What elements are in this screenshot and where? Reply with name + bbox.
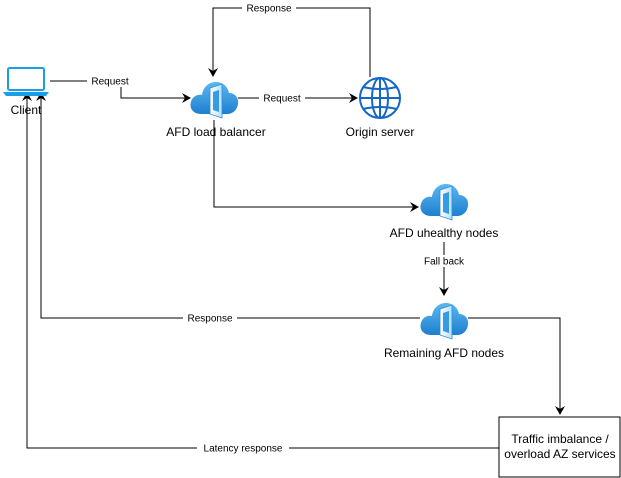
node-origin-server: Origin server: [346, 77, 415, 139]
edge-label-origin-response: Response: [246, 4, 291, 15]
edge-remaining-response: [36, 92, 420, 319]
edge-client-request: [50, 80, 191, 103]
remaining-afd-nodes-label: Remaining AFD nodes: [384, 346, 504, 360]
edge-label-fall-back: Fall back: [424, 257, 465, 268]
edge-remaining-to-traffic: [468, 317, 565, 415]
origin-server-label: Origin server: [346, 125, 415, 139]
traffic-box-line2: overload AZ services: [504, 447, 615, 461]
node-afd-unhealthy-nodes: AFD uhealthy nodes: [390, 183, 499, 240]
azure-front-door-icon: [189, 81, 239, 119]
node-remaining-afd-nodes: Remaining AFD nodes: [384, 302, 504, 360]
edge-label-client-request: Request: [91, 77, 128, 88]
traffic-box-line1: Traffic imbalance /: [511, 432, 609, 446]
edge-label-latency-response: Latency response: [204, 444, 283, 455]
edge-lb-to-unhealthy: [213, 120, 419, 212]
afd-unhealthy-nodes-label: AFD uhealthy nodes: [390, 226, 499, 240]
afd-load-balancer-label: AFD load balancer: [166, 125, 265, 139]
node-client: Client: [3, 67, 49, 117]
azure-front-door-icon: [419, 302, 469, 340]
laptop-icon: [3, 67, 49, 96]
edge-origin-response: [208, 7, 371, 77]
edge-latency-response: [22, 92, 499, 449]
node-afd-load-balancer: AFD load balancer: [166, 81, 266, 139]
edge-label-lb-request: Request: [263, 94, 300, 105]
client-label: Client: [11, 103, 42, 117]
globe-icon: [359, 77, 401, 119]
node-traffic-imbalance: Traffic imbalance / overload AZ services: [498, 416, 621, 478]
azure-front-door-icon: [419, 183, 469, 221]
traffic-box: [498, 416, 621, 478]
edge-label-remaining-response: Response: [187, 314, 232, 325]
